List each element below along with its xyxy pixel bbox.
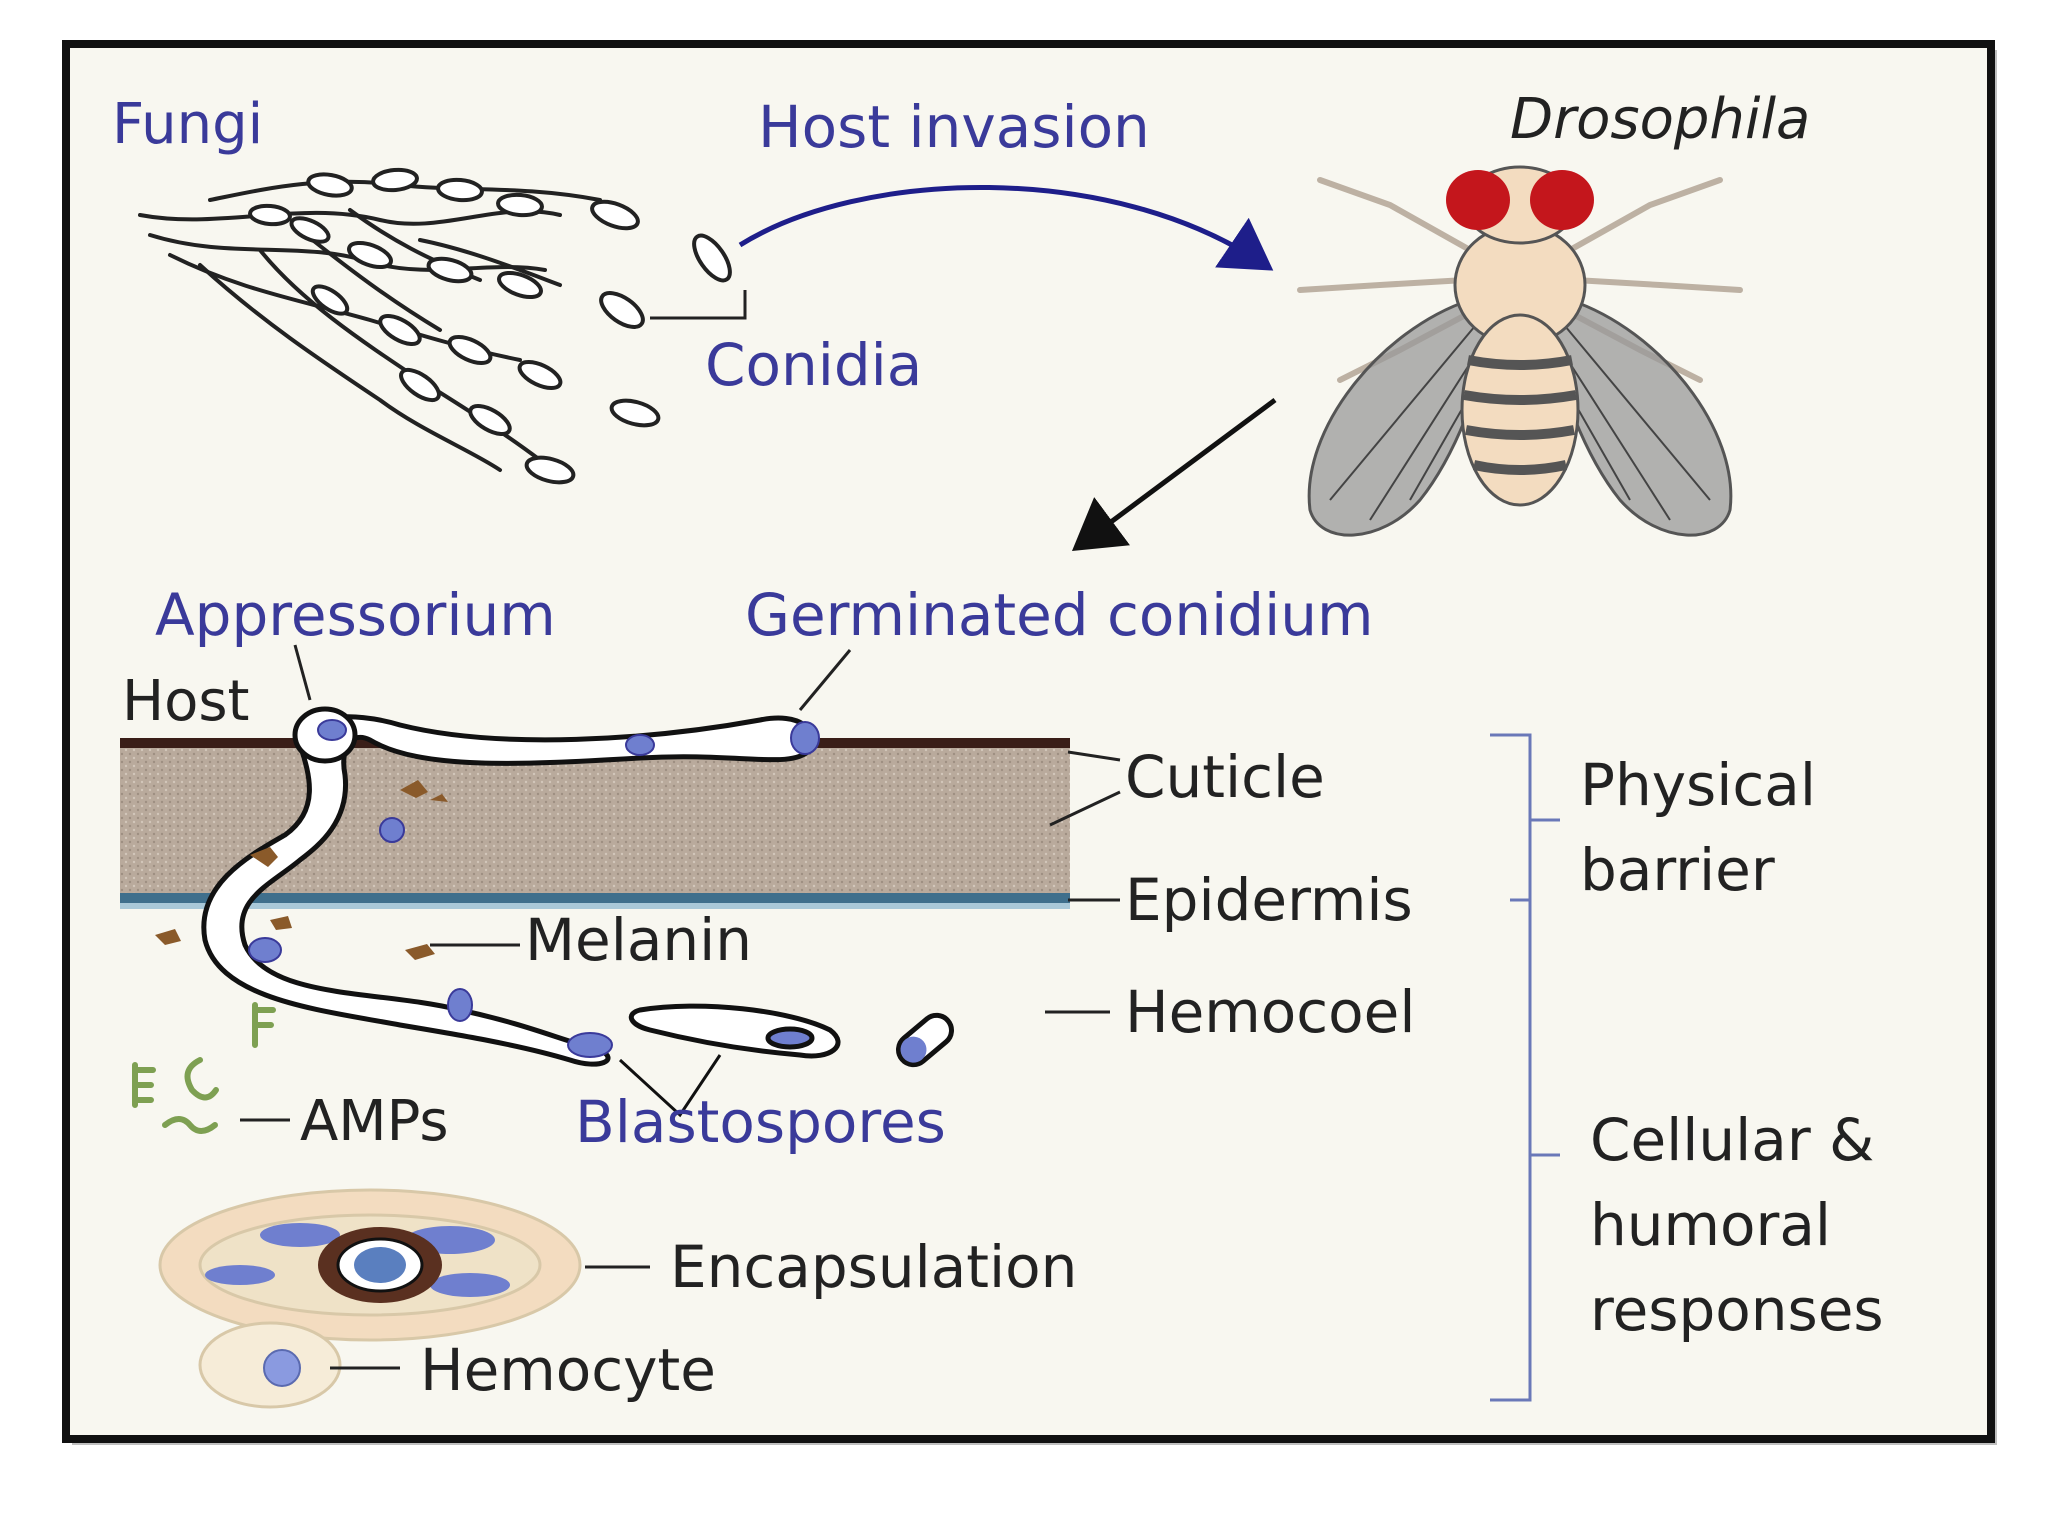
conidium — [599, 291, 645, 329]
amps-peptides — [132, 1002, 276, 1134]
hemocoel-label: Hemocoel — [1125, 978, 1415, 1046]
infection-arrow — [1071, 397, 1277, 551]
encapsulation-cluster — [158, 1188, 582, 1342]
fly-abdomen — [1460, 313, 1580, 507]
conidium — [692, 233, 732, 283]
drosophila-label: Drosophila — [1510, 87, 1810, 152]
melanin-label: Melanin — [525, 906, 752, 974]
host-label: Host — [122, 669, 250, 734]
label-pointers — [293, 644, 1121, 1014]
germinated-hypha — [201, 714, 815, 1067]
fly-right-eye — [1530, 170, 1594, 230]
amps-label: AMPs — [300, 1089, 449, 1154]
hypha-nuclei — [248, 719, 820, 1058]
epidermis-layer — [120, 893, 1070, 903]
responses-label-line3: responses — [1590, 1276, 1884, 1344]
appressorium-label: Appressorium — [155, 581, 556, 649]
physical-barrier-label-line2: barrier — [1580, 836, 1775, 904]
melanin-deposits — [155, 780, 448, 960]
drosophila-fly — [1297, 165, 1743, 537]
germinated-conidium-label: Germinated conidium — [745, 581, 1373, 649]
epidermis-highlight — [120, 903, 1070, 909]
defense-bracket — [1490, 733, 1560, 1402]
blastospores-label: Blastospores — [575, 1088, 946, 1156]
physical-barrier-label-line1: Physical — [1580, 751, 1816, 819]
hemocyte-label: Hemocyte — [420, 1336, 716, 1404]
fungi-label: Fungi — [112, 92, 263, 157]
fungi-mycelium — [138, 167, 640, 485]
host-invasion-arrow — [738, 184, 1274, 271]
blastospores — [628, 1003, 954, 1068]
conidia-pointer — [650, 290, 747, 320]
host-invasion-label: Host invasion — [758, 93, 1150, 161]
responses-label-line2: humoral — [1590, 1191, 1831, 1259]
blastospore — [896, 1012, 954, 1068]
cuticle-label: Cuticle — [1125, 743, 1325, 811]
conidia-label: Conidia — [705, 331, 922, 399]
hemocyte-cell — [198, 1321, 342, 1409]
conidia-spores — [599, 233, 732, 428]
fly-left-eye — [1446, 170, 1510, 230]
responses-label-line1: Cellular & — [1590, 1106, 1874, 1174]
blastospores-pointer — [618, 1054, 722, 1118]
encapsulation-label: Encapsulation — [670, 1233, 1077, 1301]
epidermis-label: Epidermis — [1125, 866, 1413, 934]
conidium — [609, 398, 661, 428]
